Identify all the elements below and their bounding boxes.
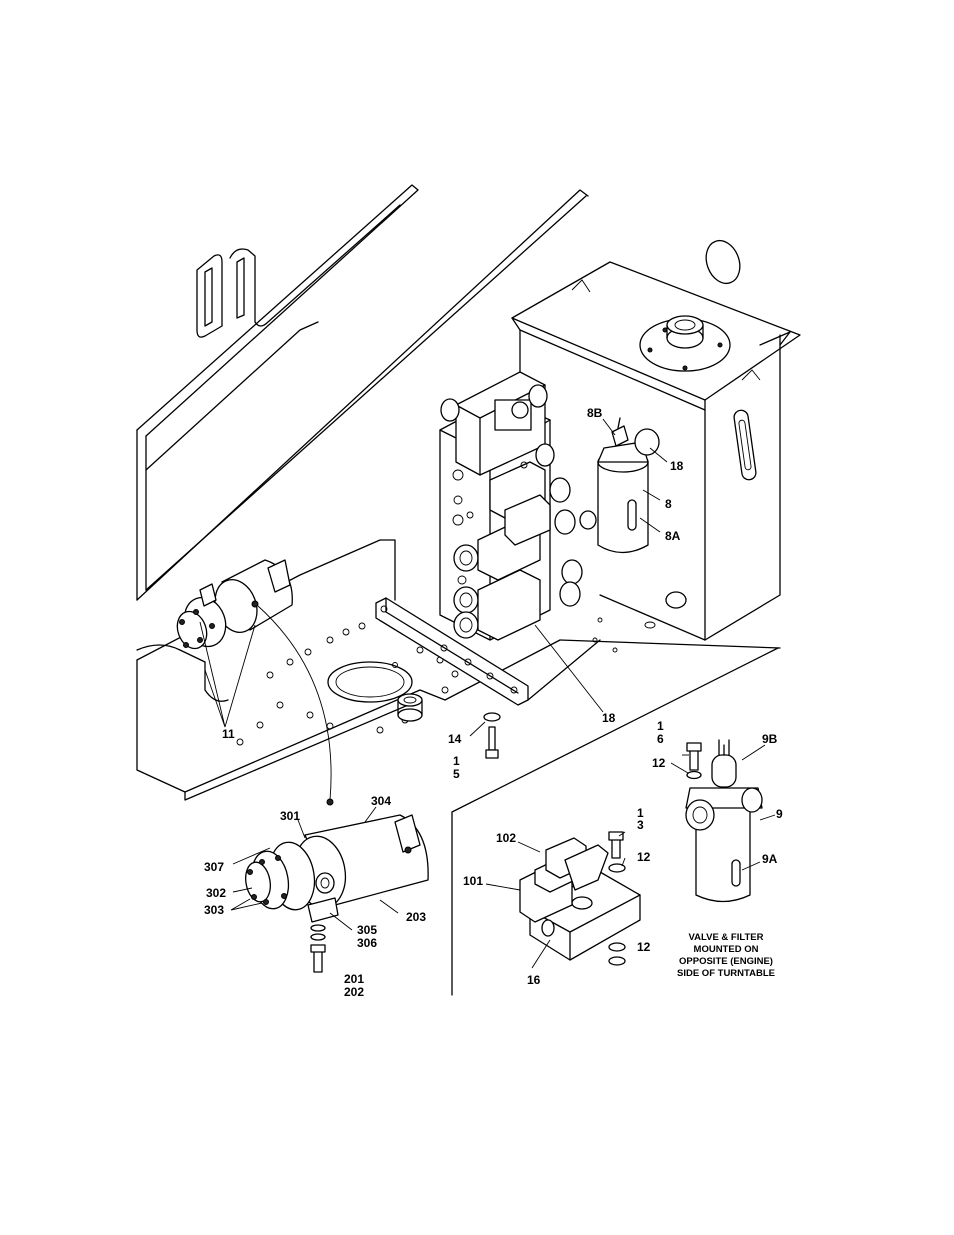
callout-201: 201: [344, 972, 364, 986]
note-line-3: OPPOSITE (ENGINE): [679, 956, 773, 967]
callout-9A: 9A: [762, 852, 778, 866]
callout-5: 5: [453, 767, 460, 781]
callout-3: 3: [637, 818, 644, 832]
note-line-4: SIDE OF TURNTABLE: [677, 968, 775, 979]
callout-101: 101: [463, 874, 483, 888]
callout-16: 16: [527, 973, 541, 987]
explode-leader-dot-bottom: [327, 799, 333, 805]
note-line-1: VALVE & FILTER: [689, 932, 764, 943]
callout-12-c: 12: [637, 940, 651, 954]
callout-102: 102: [496, 831, 516, 845]
return-filter-8: [598, 418, 659, 553]
callout-8A: 8A: [665, 529, 681, 543]
callout-18-bottom: 18: [602, 711, 616, 725]
callout-302: 302: [206, 886, 226, 900]
callout-14: 14: [448, 732, 462, 746]
callout-307: 307: [204, 860, 224, 874]
callout-301: 301: [280, 809, 300, 823]
pump-motor-11: [172, 560, 292, 653]
pressure-filter-9: [686, 740, 762, 902]
inset-note: VALVE & FILTER MOUNTED ON OPPOSITE (ENGI…: [677, 932, 775, 979]
callout-202: 202: [344, 985, 364, 999]
callout-8: 8: [665, 497, 672, 511]
note-line-2: MOUNTED ON: [694, 944, 759, 955]
bracket-hardware: [484, 713, 500, 758]
callout-203: 203: [406, 910, 426, 924]
callout-8B: 8B: [587, 406, 603, 420]
callout-9B: 9B: [762, 732, 778, 746]
explode-leader-motor: [258, 606, 331, 800]
callout-18-top: 18: [670, 459, 684, 473]
callout-1-a: 1: [453, 754, 460, 768]
callout-306: 306: [357, 936, 377, 950]
callout-304: 304: [371, 794, 391, 808]
callout-303: 303: [204, 903, 224, 917]
callout-305: 305: [357, 923, 377, 937]
callout-12-b: 12: [637, 850, 651, 864]
callout-9: 9: [776, 807, 783, 821]
main-valve-bank-18: [440, 372, 582, 640]
callout-12-a: 12: [652, 756, 666, 770]
callout-6: 6: [657, 732, 664, 746]
manifold-block-16: [520, 838, 640, 960]
callout-11: 11: [222, 727, 235, 741]
exploded-pump-motor: [243, 815, 428, 972]
callout-1-b: 1: [657, 719, 664, 733]
